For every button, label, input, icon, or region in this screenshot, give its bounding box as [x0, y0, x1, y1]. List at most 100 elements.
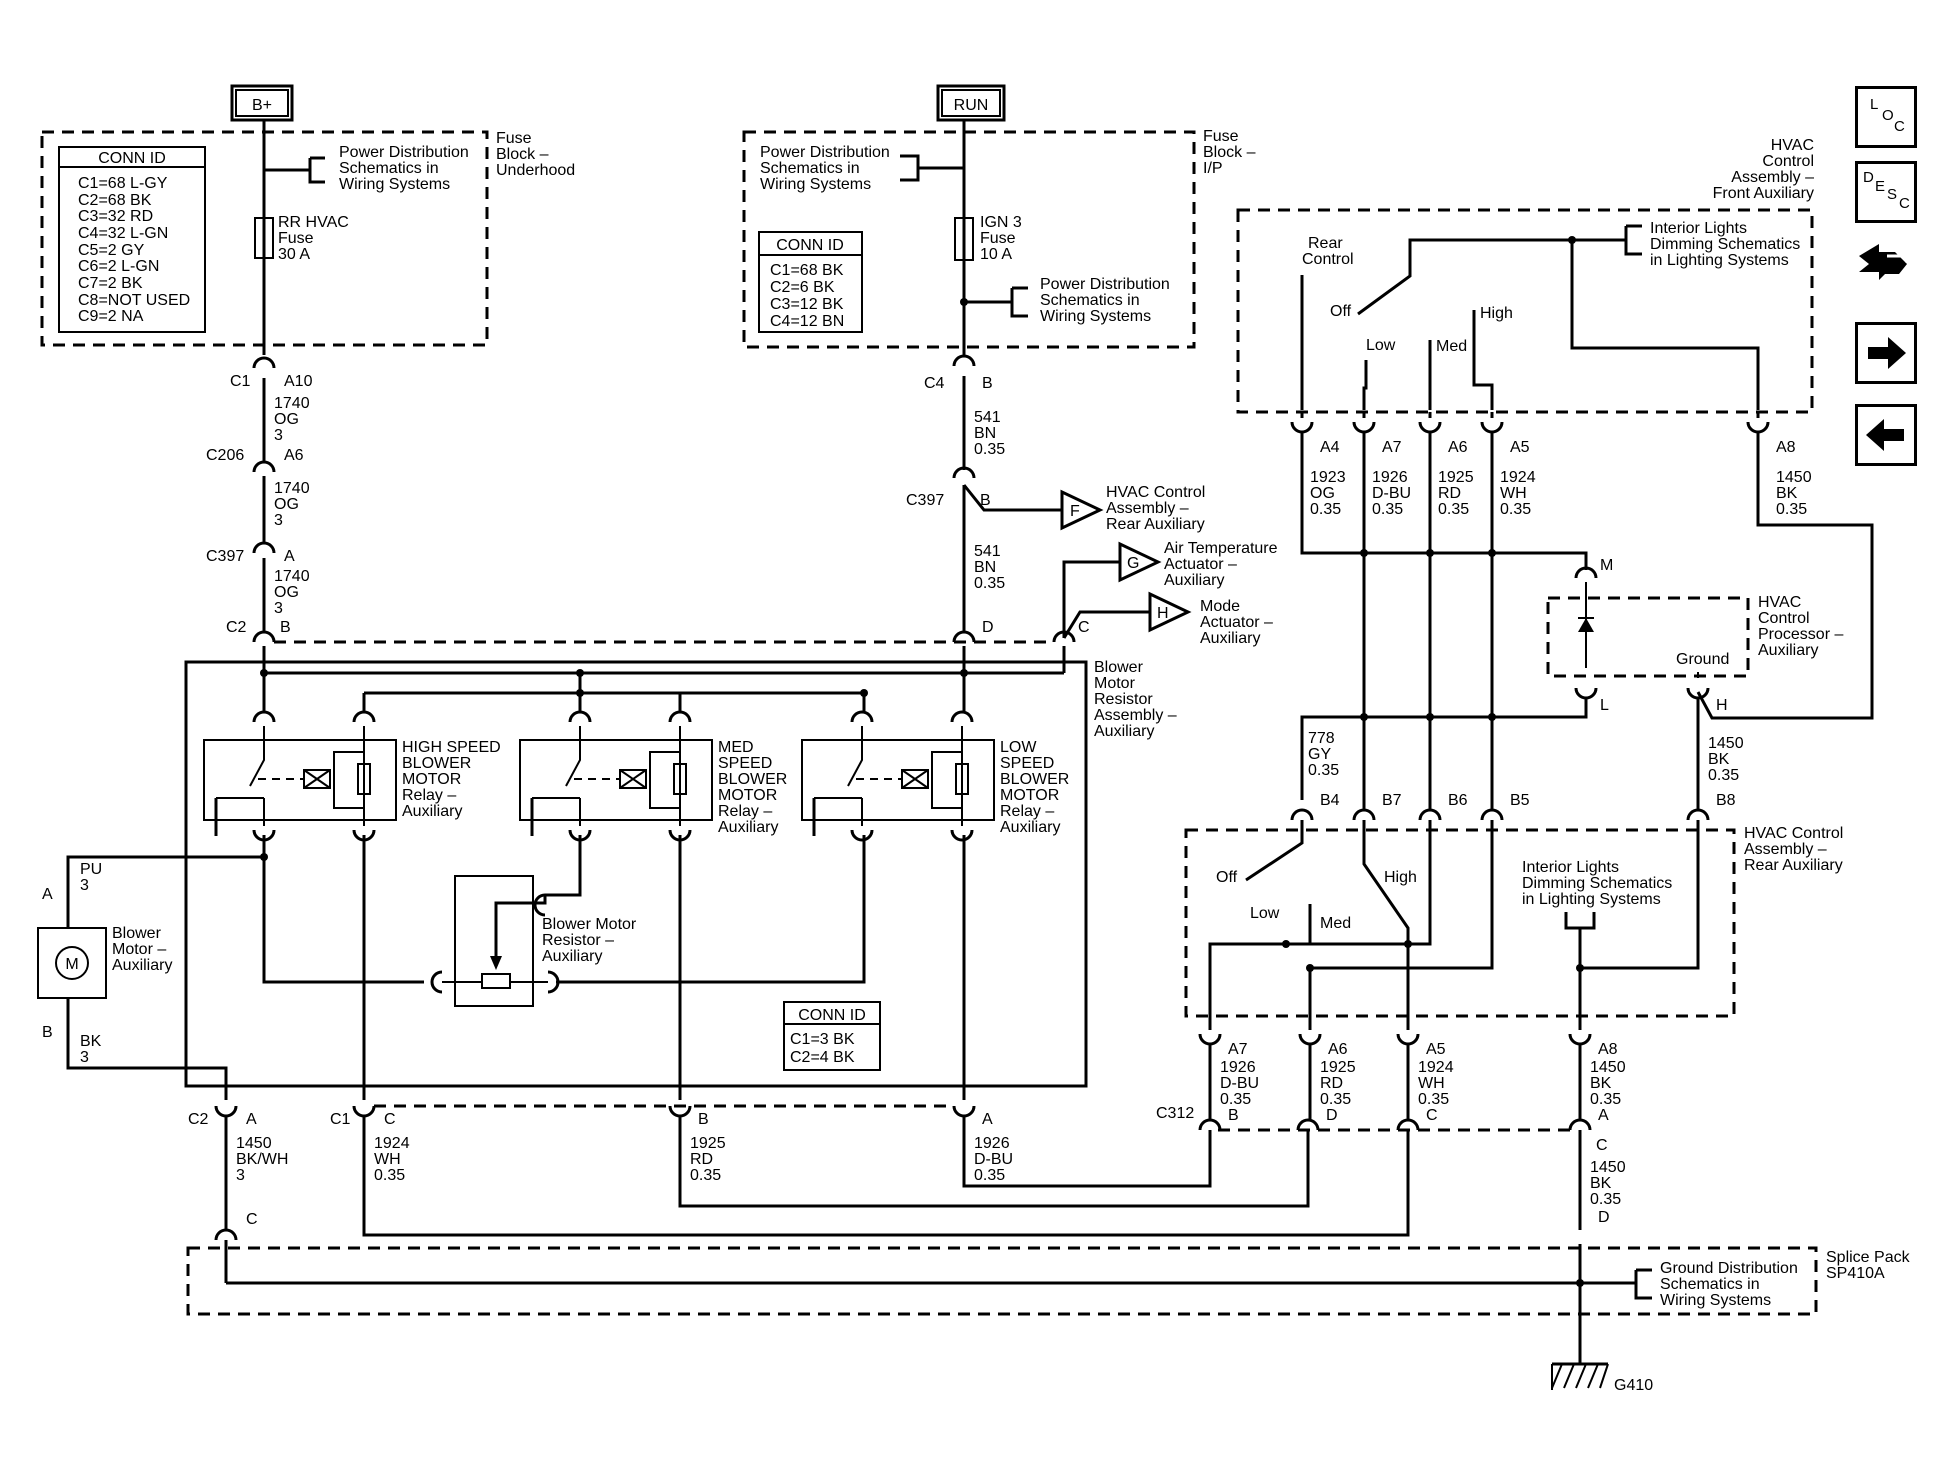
label: D	[1598, 1209, 1610, 1226]
label: C397	[906, 492, 944, 509]
rear-top-pin	[1480, 808, 1504, 821]
conn-id-resistor: CONN ID C1=3 BK C2=4 BK	[783, 1001, 881, 1071]
rear-pin-label: B8	[1716, 792, 1736, 809]
rear-pin-label: A6	[1328, 1041, 1348, 1058]
front-wire-label: RD	[1438, 485, 1461, 502]
label: M	[65, 956, 78, 973]
label: D-BU	[974, 1151, 1013, 1168]
label: C397	[206, 548, 244, 565]
label: 1450	[1590, 1159, 1626, 1176]
front-pin	[1746, 421, 1770, 434]
label: C1=3 BK	[790, 1031, 855, 1048]
label: 541	[974, 409, 1001, 426]
label: in Lighting Systems	[1522, 891, 1661, 908]
label: Fuse	[278, 230, 314, 247]
label: C	[1078, 619, 1090, 636]
label: 1740	[274, 480, 310, 497]
label: Control	[1762, 153, 1814, 170]
relay-diode	[955, 763, 969, 795]
label: Motor –	[112, 941, 166, 958]
relay-switch	[532, 726, 581, 826]
label: BK	[80, 1033, 102, 1050]
label: Schematics in	[1040, 292, 1140, 309]
label: Blower Motor	[542, 916, 637, 933]
front-pin	[1290, 421, 1314, 434]
wrench-icon[interactable]	[1855, 236, 1917, 298]
label: SP410A	[1826, 1265, 1885, 1282]
label: HVAC Control	[1744, 825, 1843, 842]
label: RR HVAC	[278, 214, 349, 231]
rear-wire-label: 1926	[1220, 1059, 1256, 1076]
label: A	[284, 548, 295, 565]
label: F	[1070, 503, 1080, 520]
label: Wiring Systems	[760, 176, 871, 193]
label: Off	[1216, 869, 1238, 886]
low-speed-relay-body	[801, 739, 995, 821]
label: LOW	[1000, 739, 1037, 756]
label: in Lighting Systems	[1650, 252, 1789, 269]
label: Mode	[1200, 598, 1240, 615]
ground-g410: G410	[1551, 1244, 1653, 1394]
label: C5=2 GY	[78, 242, 145, 259]
pin	[252, 710, 276, 723]
label: CONN ID	[98, 150, 166, 167]
rear-wire-label: 1450	[1590, 1059, 1626, 1076]
next-page-button[interactable]	[1855, 322, 1917, 384]
blower-motor: PU 3 A M Blower Motor – Auxiliary B BK 3	[37, 835, 268, 1100]
label: Schematics in	[760, 160, 860, 177]
fuse-block-underhood: Fuse Block – Underhood CONN ID C1=68 L-G…	[40, 120, 575, 355]
label: 30 A	[278, 246, 310, 263]
loc-button[interactable]: L O C	[1855, 86, 1917, 148]
label: HVAC Control	[1106, 484, 1205, 501]
label: A6	[284, 447, 304, 464]
label: C2=4 BK	[790, 1049, 855, 1066]
label: SPEED	[1000, 755, 1054, 772]
label: C9=2 NA	[78, 308, 144, 325]
label: G	[1127, 555, 1139, 572]
med-speed-relay-body	[519, 739, 713, 821]
label: Block –	[1203, 144, 1256, 161]
label: 3	[274, 427, 283, 444]
label: Auxiliary	[112, 957, 172, 974]
label: M	[1600, 557, 1613, 574]
front-wire-label: 0.35	[1500, 501, 1531, 518]
label: C7=2 BK	[78, 275, 143, 292]
label: Power Distribution	[339, 144, 469, 161]
rear-wire-label: D-BU	[1220, 1075, 1259, 1092]
rear-pin-label: A8	[1598, 1041, 1618, 1058]
label: B	[280, 619, 291, 636]
label: 1926	[974, 1135, 1010, 1152]
label: 1450	[236, 1135, 272, 1152]
label: C1	[230, 373, 251, 390]
label: CONN ID	[798, 1007, 866, 1024]
rear-wire-label: 0.35	[1320, 1091, 1351, 1108]
label: 0.35	[1308, 762, 1339, 779]
label: High	[1480, 305, 1513, 322]
label: HVAC	[1758, 594, 1801, 611]
label: OG	[274, 496, 299, 513]
relay-coil-x	[303, 769, 331, 789]
label: C3=32 RD	[78, 208, 153, 225]
label: Power Distribution	[1040, 276, 1170, 293]
desc-button[interactable]: D E S C	[1855, 161, 1917, 223]
label: MOTOR	[1000, 787, 1059, 804]
relay-coil-wire	[931, 726, 963, 826]
label: Front Auxiliary	[1713, 185, 1814, 202]
label: Interior Lights	[1522, 859, 1619, 876]
label: I/P	[1203, 160, 1223, 177]
front-pin-label: A8	[1776, 439, 1796, 456]
label: Relay –	[1000, 803, 1054, 820]
label: Fuse	[496, 130, 532, 147]
label: BN	[974, 559, 996, 576]
c312-pin-label: D	[1326, 1107, 1338, 1124]
label: Blower	[112, 925, 162, 942]
label: C2	[226, 619, 247, 636]
label: Wiring Systems	[1660, 1292, 1771, 1309]
previous-page-button[interactable]	[1855, 404, 1917, 466]
c312-pin-label: B	[1228, 1107, 1239, 1124]
label: C3=12 BK	[770, 296, 844, 313]
rear-wire-label: 0.35	[1220, 1091, 1251, 1108]
pin	[352, 710, 376, 723]
label: 0.35	[1590, 1191, 1621, 1208]
